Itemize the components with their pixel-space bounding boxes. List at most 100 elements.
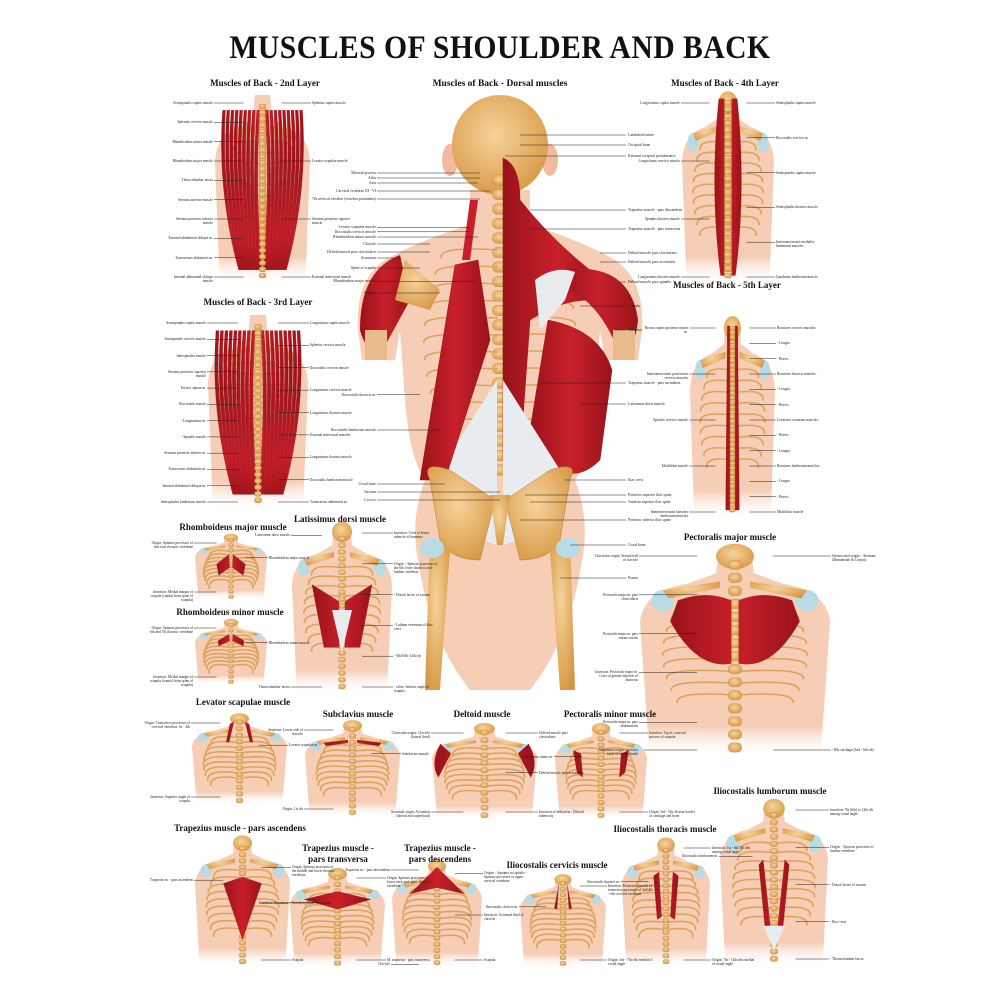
vertebra — [239, 959, 246, 964]
dorsal-label-left: Iliocostalis cervicis muscle — [334, 229, 376, 234]
vertebra — [259, 122, 266, 128]
rib — [202, 649, 230, 659]
vertebra — [597, 755, 605, 761]
rib — [354, 759, 389, 770]
rib — [241, 761, 276, 771]
rib — [736, 850, 773, 861]
label-layer3: Iliocostalis cervicis muscle — [310, 365, 349, 370]
vertebra — [338, 576, 346, 582]
label-rhomb-minor: Rhomboideus minor muscle — [269, 640, 310, 645]
rib — [736, 669, 805, 680]
rib — [302, 925, 336, 936]
vertebra — [259, 128, 266, 134]
skull — [233, 835, 252, 851]
clavicle — [739, 352, 765, 368]
thoracolumbar-fascia — [332, 610, 352, 653]
vertebra — [259, 273, 266, 278]
clavicle — [735, 125, 763, 141]
vertebra — [480, 774, 489, 781]
vertebra — [254, 381, 262, 388]
vertebra — [254, 407, 262, 413]
rib — [232, 656, 258, 667]
label-layer3: Internal abdominal oblique m. — [162, 483, 206, 488]
rib — [354, 754, 388, 765]
dorsal-label-left: 7th cervical vertebra (vertebra prominen… — [311, 197, 376, 201]
rib — [208, 578, 230, 589]
vertebra — [724, 217, 732, 223]
rib — [206, 575, 230, 585]
dorsal-label-right: External occipital protuberance — [628, 154, 676, 158]
rib — [403, 922, 436, 933]
deltoid — [434, 743, 535, 778]
vertebra — [228, 589, 234, 594]
rib — [531, 928, 562, 939]
label-layer4: Longissimus capitis muscle — [640, 101, 680, 105]
panel-title-subclavius: Subclavius muscle — [322, 709, 394, 719]
vertebra — [433, 923, 441, 929]
label-ilio-lumborum: - Iliac crest — [830, 919, 847, 924]
vertebra — [729, 344, 736, 349]
rib — [703, 446, 731, 457]
vertebra — [254, 465, 262, 471]
clavicle — [632, 860, 659, 871]
figure-trap_asc — [195, 835, 290, 968]
rib — [406, 928, 436, 939]
vertebra — [729, 363, 736, 368]
figure-rhomb_major — [195, 533, 267, 600]
label-trap-desc: Scapula — [484, 958, 496, 962]
dorsal-label-left: Sacrum — [364, 490, 376, 494]
label-pect-minor: Insertion: Tip of coracoid process of sc… — [649, 731, 686, 739]
subclavius — [323, 739, 382, 746]
label-deltoid: Deltoid muscle pars clavicularis — [539, 731, 568, 739]
dorsal-label-right: Deltoid muscle pars spinalis — [628, 280, 671, 284]
dorsal-label-right: Latissimus dorsi muscle — [628, 402, 665, 406]
vertebra — [729, 377, 736, 382]
rib — [315, 765, 351, 776]
label-layer3: - Spinalis muscle — [181, 434, 206, 439]
dorsal-label-left: Rhomboideus minor muscle — [333, 235, 376, 239]
humerus-left — [365, 330, 387, 360]
rib — [301, 920, 336, 931]
rib — [339, 936, 368, 947]
rib — [354, 770, 389, 781]
rib — [638, 927, 665, 938]
vertebra — [334, 881, 341, 887]
clavicle — [203, 630, 226, 636]
rib — [569, 784, 600, 795]
rib — [307, 936, 336, 947]
vertebra — [236, 784, 243, 790]
label-deltoid: Deltoid muscle pars acromialis — [539, 770, 584, 775]
rib — [438, 916, 472, 927]
label-layer5: - Brevis — [777, 494, 789, 499]
rib — [307, 575, 341, 586]
vertebra — [338, 657, 346, 663]
label-subclavius: Origin: 1st rib — [282, 807, 303, 811]
rib — [564, 933, 593, 944]
label-layer4: Longissimus cervicis muscle — [638, 159, 680, 163]
rib — [448, 752, 483, 763]
rib — [699, 413, 731, 424]
rib — [244, 876, 276, 886]
levator-scapulae — [226, 721, 253, 743]
back-muscle-band — [240, 330, 253, 495]
vertebra — [729, 335, 736, 340]
rib — [204, 766, 238, 776]
dorsal-label-right: Coxal bone — [628, 543, 646, 547]
vertebra — [770, 920, 778, 926]
vertebra — [729, 386, 736, 391]
vertebra — [334, 947, 341, 953]
vertebra — [597, 787, 605, 793]
clavicle — [203, 545, 226, 551]
latissimus-dorsi — [311, 584, 373, 648]
vertebra — [239, 952, 246, 958]
label-deltoid: Clavicular origin: Clavicle (lateral thi… — [391, 731, 430, 739]
iliocostalis-lumborum — [758, 859, 790, 931]
label-layer3: Longissimus capitis muscle — [310, 321, 350, 325]
vertebra — [724, 245, 732, 251]
vertebra — [349, 784, 356, 790]
panel-title-trap-asc: Trapezius muscle - pars ascendens — [174, 823, 306, 833]
label-layer2: Internal abdominal oblique muscle — [174, 275, 213, 283]
clavicle — [247, 729, 276, 737]
dorsal-label-right: Iliac crest — [628, 478, 643, 482]
dorsal-label-left: Axis — [368, 181, 376, 185]
